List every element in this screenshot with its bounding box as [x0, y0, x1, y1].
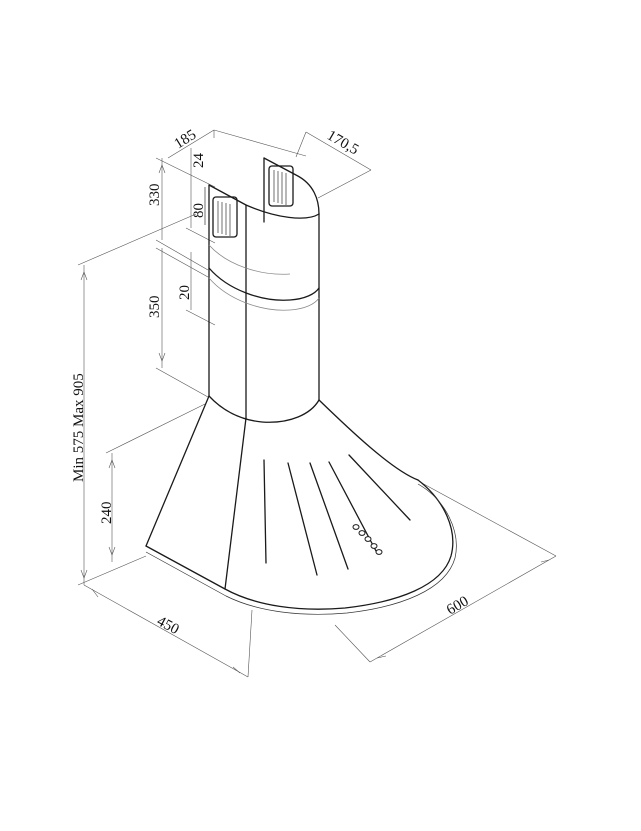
dim-label-240: 240	[99, 502, 115, 525]
dim-label-24: 24	[191, 153, 207, 169]
dimension-labels: 185 170,5 24 330 80 350 20 Min 575 Max 9…	[71, 127, 471, 638]
control-button-1-icon	[352, 524, 360, 530]
dim-label-450: 450	[154, 613, 181, 638]
control-buttons	[352, 524, 383, 555]
control-button-2-icon	[358, 530, 366, 536]
chimney	[204, 157, 320, 423]
vent-slots-side	[268, 165, 294, 207]
dim-label-330: 330	[147, 184, 163, 207]
dim-label-600: 600	[444, 593, 471, 618]
control-button-3-icon	[364, 536, 372, 542]
canopy	[145, 395, 457, 615]
canopy-grille	[263, 454, 411, 576]
dimension-lines	[77, 129, 557, 678]
control-button-4-icon	[370, 543, 378, 549]
dim-label-350: 350	[147, 296, 163, 319]
dim-label-80: 80	[191, 203, 207, 218]
control-button-5-icon	[375, 549, 383, 555]
vent-slots-front	[212, 196, 238, 238]
dim-label-185: 185	[172, 127, 200, 152]
dim-label-20: 20	[177, 285, 193, 300]
dim-label-total-height: Min 575 Max 905	[71, 373, 87, 482]
